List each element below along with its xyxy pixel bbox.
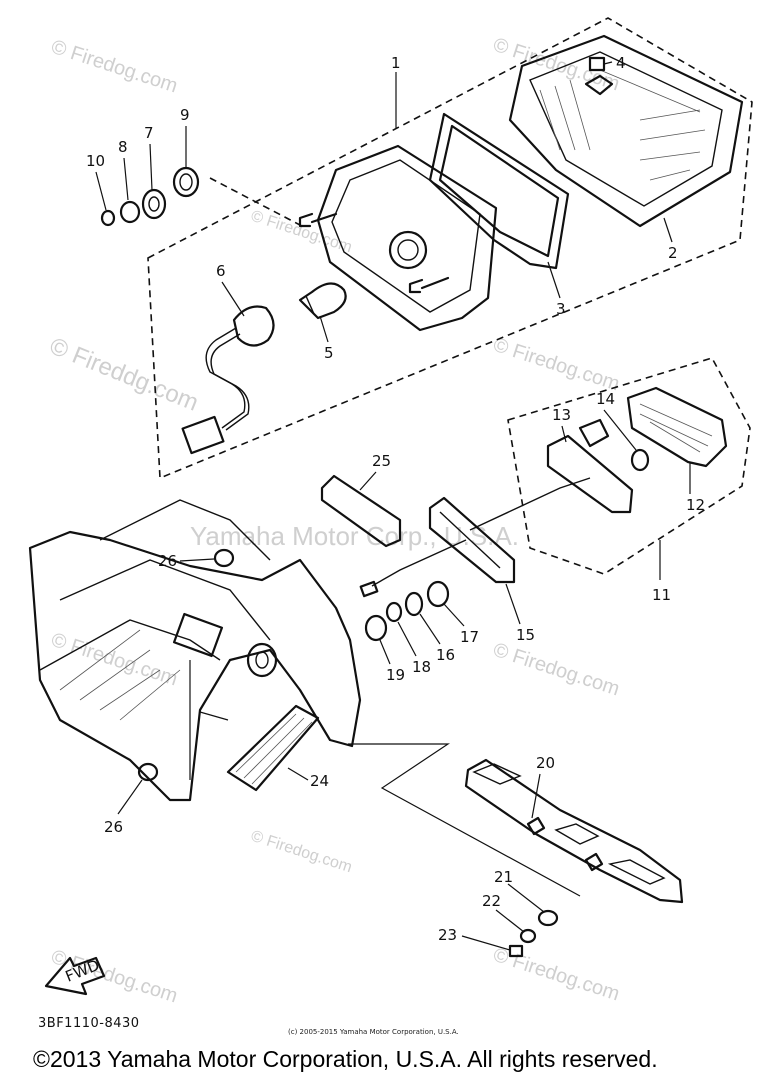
watermark-2: © Firedog.com — [490, 34, 622, 96]
callout-15: 15 — [516, 626, 535, 644]
reflector — [226, 704, 320, 792]
callout-9: 9 — [180, 106, 190, 124]
license-stay — [464, 758, 684, 904]
watermark-1: © Firedog.com — [48, 36, 180, 98]
callout-18: 18 — [412, 658, 431, 676]
callout-3: 3 — [556, 300, 566, 318]
watermarks: © Firedog.com © Firedog.com © Fireddg.co… — [46, 34, 623, 1008]
watermark-4: © Firedog.com — [490, 334, 622, 396]
callout-5: 5 — [324, 344, 334, 362]
callout-2: 2 — [668, 244, 678, 262]
license-bulb — [630, 448, 650, 472]
nut-23 — [508, 944, 524, 958]
dashed-guide-9 — [209, 177, 301, 226]
watermark-3: © Fireddg.com — [46, 333, 202, 417]
callout-10: 10 — [86, 152, 105, 170]
callout-24: 24 — [310, 772, 329, 790]
lens-gasket — [428, 112, 570, 270]
callout-17: 17 — [460, 628, 479, 646]
callout-13: 13 — [552, 406, 571, 424]
watermark-6: © Firedog.com — [490, 639, 622, 701]
license-pad — [320, 474, 402, 548]
bulb — [298, 282, 347, 320]
nut-lower — [137, 762, 159, 782]
callout-7: 7 — [144, 124, 154, 142]
callout-19: 19 — [386, 666, 405, 684]
leader-24 — [199, 711, 229, 721]
callout-8: 8 — [118, 138, 128, 156]
washer-22 — [519, 928, 537, 944]
callout-6: 6 — [216, 262, 226, 280]
watermark-10: © Firedog.com — [249, 828, 354, 877]
washer-21 — [537, 909, 559, 927]
callout-23: 23 — [438, 926, 457, 944]
license-light-lens — [626, 386, 728, 468]
license-grommets — [364, 580, 450, 642]
callout-26-lower: 26 — [104, 818, 123, 836]
callout-21: 21 — [494, 868, 513, 886]
callouts: 1 2 3 4 5 6 7 8 9 10 11 12 13 14 15 16 1… — [86, 54, 705, 951]
socket-cord — [181, 305, 275, 455]
license-bracket — [359, 477, 591, 598]
watermark-9: © Firedog.com — [249, 208, 354, 257]
small-copyright: (c) 2005-2015 Yamaha Motor Corporation, … — [288, 1028, 459, 1036]
guide-lines-20 — [348, 743, 581, 897]
diagram-code: 3BF1110-8430 — [38, 1016, 140, 1031]
callout-1: 1 — [391, 54, 401, 72]
callout-16: 16 — [436, 646, 455, 664]
callout-12: 12 — [686, 496, 705, 514]
nut-upper — [213, 548, 235, 568]
callout-25: 25 — [372, 452, 391, 470]
taillight-lens — [508, 34, 744, 228]
rear-fender — [28, 499, 362, 802]
callout-22: 22 — [482, 892, 501, 910]
watermark-5: © Firedog.com — [48, 629, 180, 691]
footer-copyright: ©2013 Yamaha Motor Corporation, U.S.A. A… — [33, 1046, 658, 1072]
center-watermark: Yamaha Motor Corp., U.S.A. — [190, 521, 519, 551]
taillight-base — [298, 144, 498, 332]
license-light-housing — [546, 418, 634, 514]
taillight-assembly-boundary — [147, 17, 753, 480]
callout-11: 11 — [652, 586, 671, 604]
grommet-stack — [100, 166, 200, 227]
callout-4: 4 — [616, 54, 626, 72]
callout-20: 20 — [536, 754, 555, 772]
callout-14: 14 — [596, 390, 615, 408]
callout-26-upper: 26 — [158, 552, 177, 570]
license-light-boundary — [507, 357, 751, 575]
